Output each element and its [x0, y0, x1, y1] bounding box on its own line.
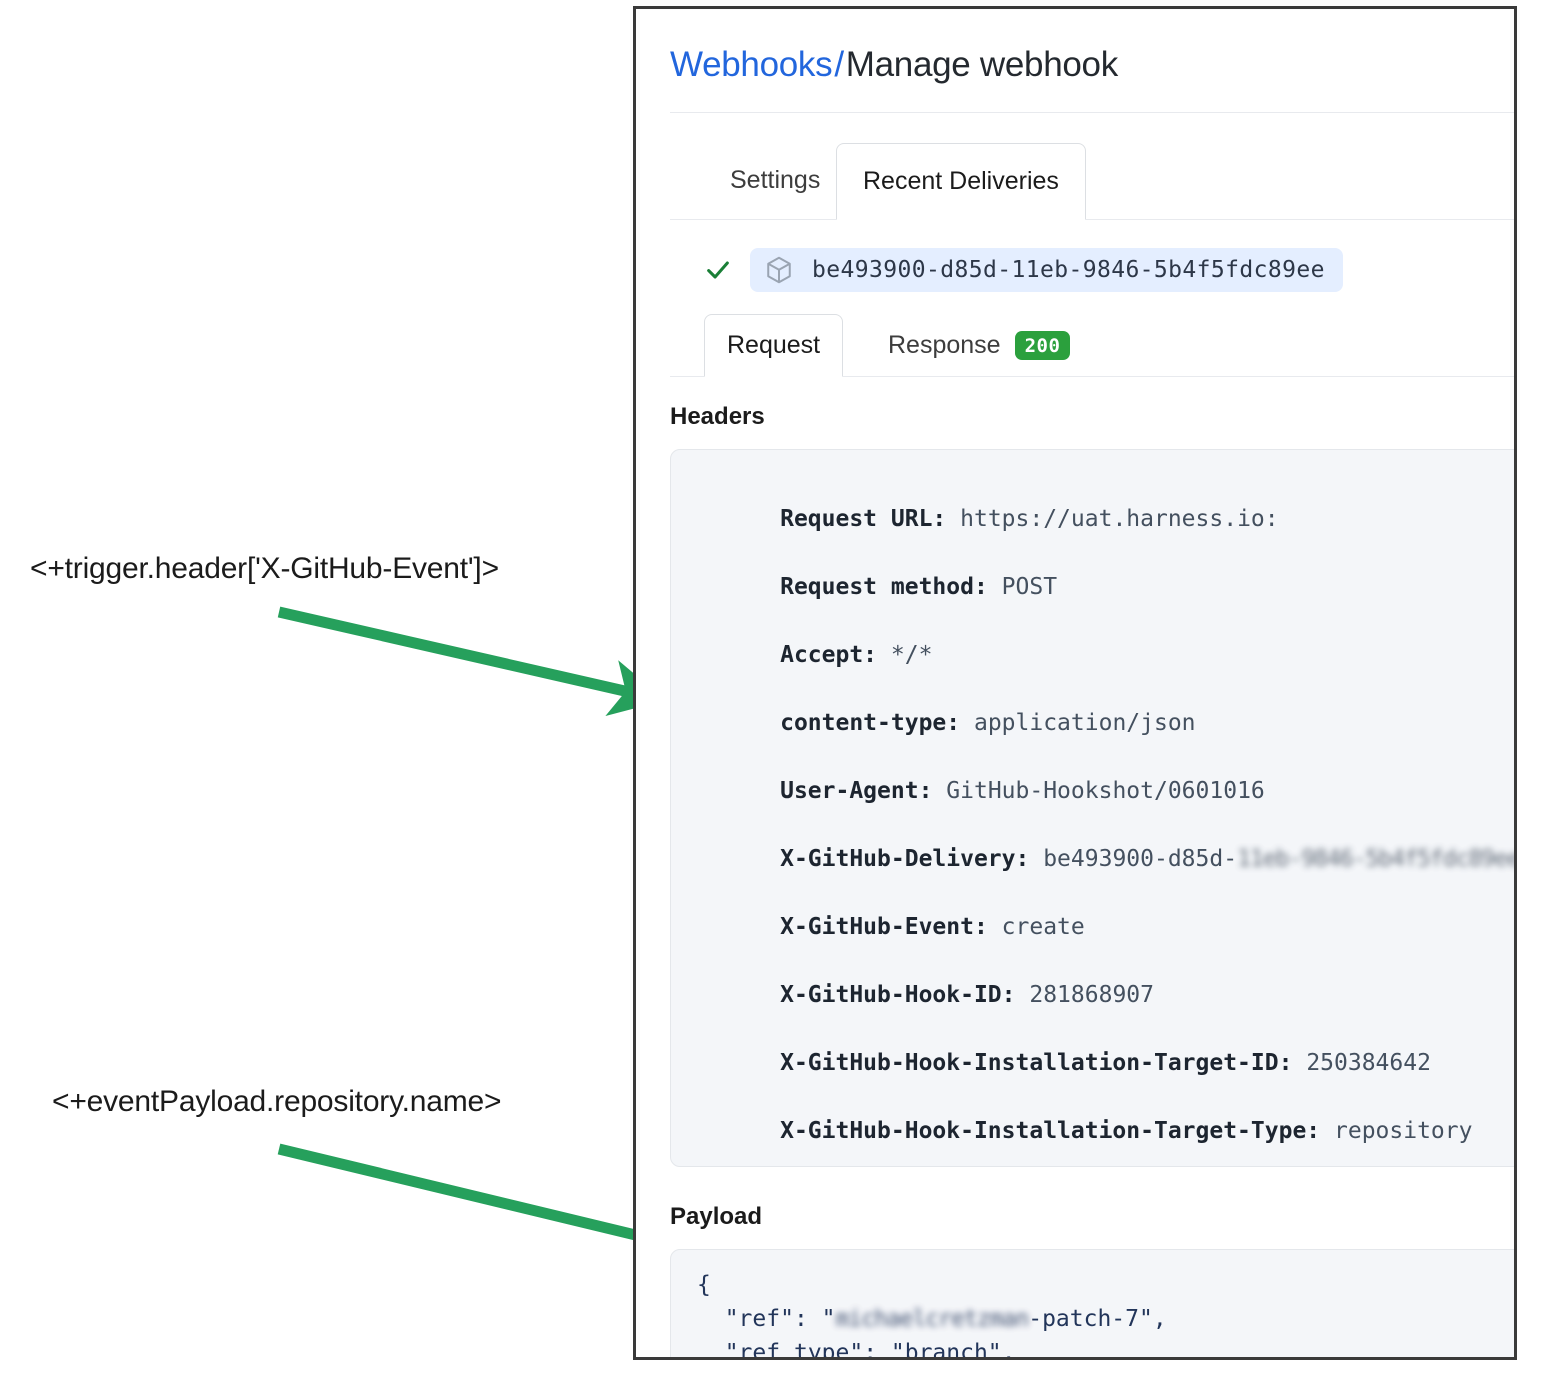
- webhook-screenshot-panel: Webhooks/Manage webhook Settings Recent …: [633, 6, 1517, 1360]
- header-line: X-GitHub-Hook-ID: 281868907: [780, 981, 1154, 1008]
- payload-heading: Payload: [670, 1202, 763, 1230]
- header-line: Request method: POST: [780, 573, 1058, 600]
- delivery-id-chip[interactable]: be493900-d85d-11eb-9846-5b4f5fdc89ee: [750, 247, 1343, 292]
- delivery-id-text: be493900-d85d-11eb-9846-5b4f5fdc89ee: [812, 256, 1325, 283]
- tab-settings[interactable]: Settings: [730, 165, 821, 194]
- x-github-event-header: X-GitHub-Event: create: [780, 913, 1085, 940]
- annotation-arrow-to-x-github-event: [277, 606, 666, 716]
- breadcrumb-separator: /: [834, 45, 844, 84]
- tab-request-label: Request: [727, 330, 821, 359]
- json-line: "ref_type": "branch",: [724, 1339, 1016, 1360]
- header-line: content-type: application/json: [780, 709, 1196, 736]
- header-line: Request URL: https://uat.harness.io:: [780, 505, 1279, 532]
- headers-code-box: Request URL: https://uat.harness.io: Req…: [670, 448, 1517, 1167]
- check-icon: [707, 261, 729, 279]
- primary-tabs: Settings Recent Deliveries: [670, 142, 1514, 220]
- payload-code-box: { "ref": "michaelcretzman-patch-7", "ref…: [670, 1248, 1514, 1360]
- header-line: X-GitHub-Hook-Installation-Target-Type: …: [780, 1117, 1473, 1144]
- delivery-detail-tabs-underline: [670, 375, 1514, 377]
- redacted-ref-username: michaelcretzman: [835, 1305, 1030, 1332]
- header-line: User-Agent: GitHub-Hookshot/0601016: [780, 777, 1265, 804]
- cube-icon: [767, 256, 791, 283]
- header-line: X-GitHub-Hook-Installation-Target-ID: 25…: [780, 1049, 1431, 1076]
- breadcrumb-webhooks-link[interactable]: Webhooks: [670, 45, 833, 84]
- breadcrumb: Webhooks/Manage webhook: [670, 9, 1514, 87]
- page-title: Manage webhook: [845, 45, 1118, 84]
- header-line: Accept: */*: [780, 641, 933, 668]
- annotation-label-event-payload-repository-name: <+eventPayload.repository.name>: [52, 1085, 502, 1118]
- header-line-delivery: X-GitHub-Delivery: be493900-d85d-11eb-98…: [697, 808, 1517, 876]
- json-line: {: [697, 1271, 711, 1298]
- headers-heading: Headers: [670, 402, 765, 430]
- status-badge: 200: [1014, 330, 1071, 360]
- redacted-delivery-id: 11eb-9846-5b4f5fdc89ee: [1237, 845, 1517, 872]
- tab-recent-deliveries[interactable]: Recent Deliveries: [836, 142, 1086, 220]
- header-divider: [670, 111, 1514, 113]
- primary-tabs-underline: [670, 218, 1514, 220]
- delivery-detail-tabs: Request Response 200: [670, 313, 1514, 377]
- tab-response[interactable]: Response 200: [866, 314, 1092, 377]
- json-line-ref: "ref": "michaelcretzman-patch-7",: [697, 1302, 1514, 1336]
- tab-response-label: Response: [888, 330, 1001, 359]
- annotation-label-trigger-header: <+trigger.header['X-GitHub-Event']>: [30, 552, 499, 585]
- tab-request[interactable]: Request: [704, 313, 844, 377]
- delivery-row[interactable]: be493900-d85d-11eb-9846-5b4f5fdc89ee: [704, 247, 1514, 292]
